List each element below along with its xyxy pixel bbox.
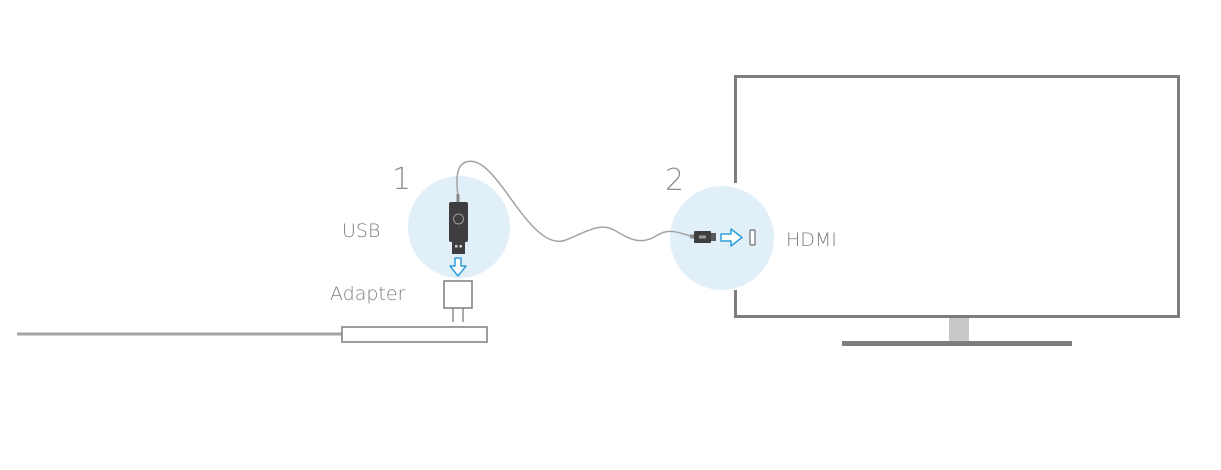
power-strip (17, 326, 488, 343)
usb-label: USB (342, 220, 381, 242)
hdmi-plug-icon (690, 231, 716, 243)
hdmi-plug-strain-relief (690, 234, 694, 239)
hdmi-label: HDMI (786, 229, 837, 251)
step1-number: 1 (392, 162, 412, 197)
connecting-cable (456, 160, 691, 243)
arrow-right-icon (720, 228, 743, 247)
usb-dongle-strain-relief (456, 194, 460, 202)
usb-dongle-logo-icon (453, 213, 464, 225)
adapter-label: Adapter (330, 283, 406, 305)
usb-plug (452, 242, 465, 254)
television-icon (734, 75, 1180, 346)
usb-plug-pin-right (459, 245, 462, 248)
usb-dongle-icon (449, 194, 468, 254)
hdmi-port-icon (749, 229, 756, 246)
usb-plug-pin-left (455, 245, 458, 248)
arrow-down-icon (449, 257, 467, 277)
tv-stand-base (842, 341, 1072, 346)
tv-stand-neck (949, 318, 969, 342)
hdmi-plug-tip (711, 233, 716, 241)
adapter-body (443, 280, 473, 309)
power-adapter-icon (443, 280, 473, 322)
power-strip-body (341, 326, 488, 343)
hdmi-plug-label (699, 235, 706, 239)
step2-number: 2 (665, 163, 685, 198)
tv-screen-frame (734, 75, 1180, 318)
usb-dongle-body (449, 202, 468, 242)
